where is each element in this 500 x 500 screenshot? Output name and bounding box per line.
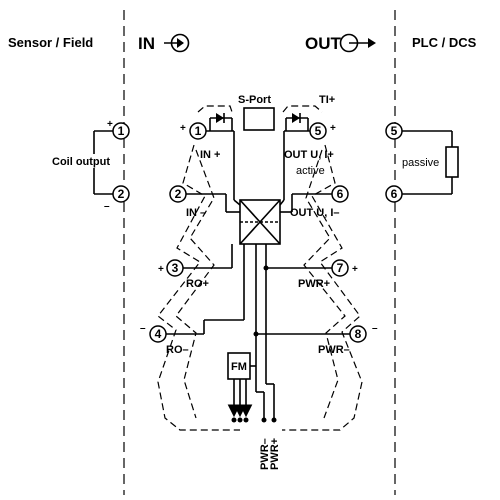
bus-pwr-minus-label: PWR– — [259, 438, 271, 470]
module-terminal-4: 4 — [149, 325, 167, 343]
ti-plus-label: TI+ — [319, 94, 335, 106]
terminal-5-label: OUT U, I+ — [284, 149, 334, 161]
output-arrow-icon — [339, 33, 376, 53]
svg-text:8: 8 — [355, 327, 362, 341]
coil-plus-sign: + — [107, 119, 113, 130]
svg-text:1: 1 — [118, 124, 125, 138]
fault-monitoring-box: FM — [227, 352, 256, 380]
isolator-block — [239, 199, 281, 245]
terminal-4-label: RO– — [166, 344, 189, 356]
input-diode-icon — [206, 113, 235, 200]
output-diode-icon — [283, 113, 310, 200]
terminal-4-sign: – — [140, 323, 146, 334]
svg-text:4: 4 — [155, 327, 162, 341]
header-sensor-field: Sensor / Field — [8, 35, 93, 50]
terminal-8-label: PWR– — [318, 344, 350, 356]
module-terminal-8: 8 — [349, 325, 367, 343]
coil-output-device: + – Coil output — [50, 119, 120, 212]
header-plc-dcs: PLC / DCS — [412, 35, 477, 50]
module-terminal-7: 7 — [331, 259, 349, 277]
module-terminal-5: 5 — [309, 122, 327, 140]
header-out: OUT — [305, 34, 342, 53]
field-terminal-1: 1 — [112, 122, 130, 140]
coil-minus-sign: – — [104, 201, 110, 212]
module-terminal-6: 6 — [331, 185, 349, 203]
module-housing-outline — [157, 105, 363, 431]
terminal-7-label: PWR+ — [298, 278, 330, 290]
s-port-label: S-Port — [238, 94, 271, 106]
svg-text:6: 6 — [337, 187, 344, 201]
module-terminal-3: 3 — [166, 259, 184, 277]
svg-text:7: 7 — [337, 261, 344, 275]
header-in: IN — [138, 34, 155, 53]
svg-text:6: 6 — [391, 187, 398, 201]
svg-text:1: 1 — [195, 124, 202, 138]
bus-connector-pins — [231, 417, 277, 423]
s-port-connector — [243, 107, 275, 131]
module-terminal-1: 1 — [189, 122, 207, 140]
terminal-3-sign: + — [158, 264, 164, 275]
terminal-7-sign: + — [352, 264, 358, 275]
terminal-3-label: RO+ — [186, 278, 209, 290]
svg-text:2: 2 — [175, 187, 182, 201]
terminal-1-sign: + — [180, 123, 186, 134]
load-resistor — [445, 146, 459, 178]
input-arrow-icon — [164, 33, 190, 53]
field-terminal-2: 2 — [112, 185, 130, 203]
module-terminal-2: 2 — [169, 185, 187, 203]
passive-label: passive — [402, 157, 439, 169]
svg-text:5: 5 — [315, 124, 322, 138]
passive-input-device: passive — [402, 130, 459, 195]
terminal-2-label: IN – — [186, 207, 206, 219]
svg-text:2: 2 — [118, 187, 125, 201]
svg-text:FM: FM — [231, 361, 247, 373]
terminal-1-label: IN + — [200, 149, 220, 161]
terminal-6-label: OUT U, I– — [290, 207, 340, 219]
svg-text:5: 5 — [391, 124, 398, 138]
active-label: active — [296, 165, 325, 177]
svg-text:3: 3 — [172, 261, 179, 275]
coil-output-label: Coil output — [52, 156, 110, 168]
bus-pwr-plus-label: PWR+ — [269, 438, 281, 470]
terminal-5-sign: + — [330, 123, 336, 134]
terminal-8-sign: – — [372, 323, 378, 334]
plc-terminal-5: 5 — [385, 122, 403, 140]
plc-terminal-6: 6 — [385, 185, 403, 203]
